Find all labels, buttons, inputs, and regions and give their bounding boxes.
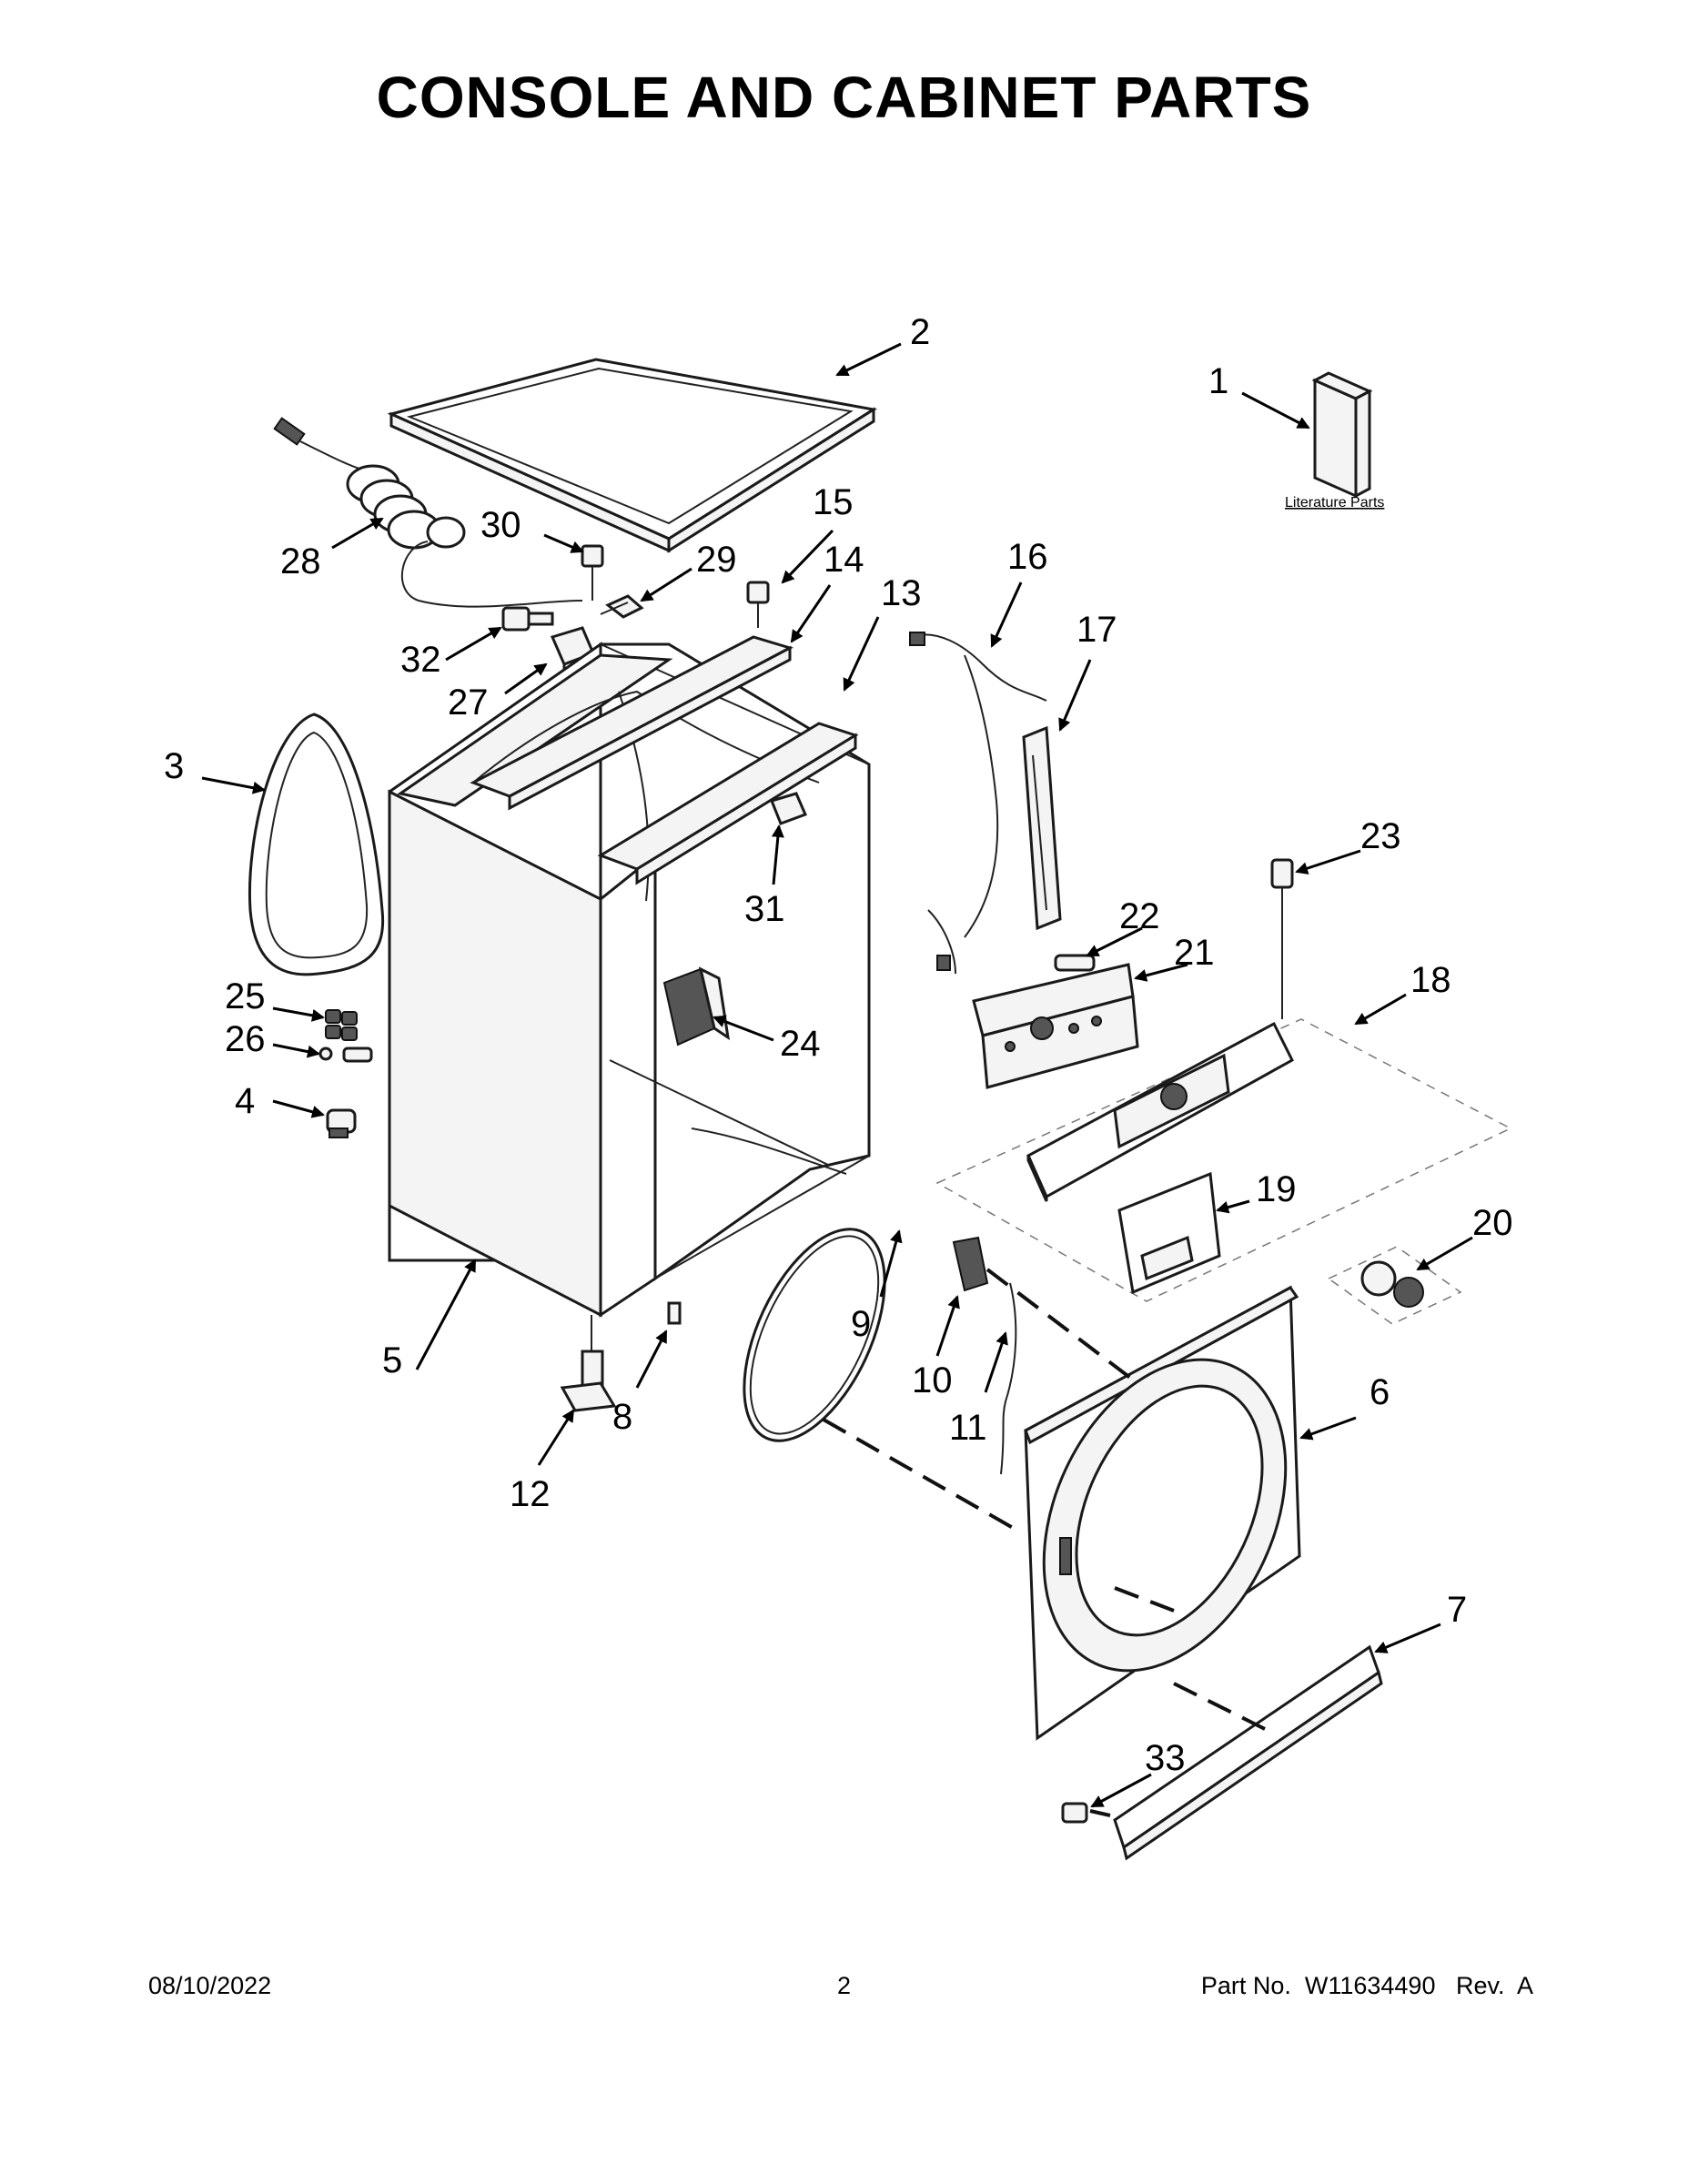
callout-6: 6: [1370, 1372, 1390, 1412]
callout-31: 31: [744, 889, 785, 929]
callout-8: 8: [612, 1397, 632, 1437]
screw-30: [581, 544, 604, 601]
callout-numbers: 1 2 3 4 5 6 7 8 9 10 11 12 13 14 15 16 1…: [164, 312, 1513, 1778]
callout-19: 19: [1256, 1169, 1297, 1209]
callout-17: 17: [1076, 610, 1117, 650]
callout-13: 13: [881, 573, 922, 613]
screw-22: [1054, 954, 1096, 972]
callout-22: 22: [1119, 896, 1160, 936]
callout-3: 3: [164, 746, 184, 786]
page-title: CONSOLE AND CABINET PARTS: [376, 65, 1312, 130]
wire-harness: [909, 632, 1047, 975]
footer-date: 08/10/2022: [148, 1972, 272, 1999]
wire-11: [1000, 1282, 1017, 1475]
seal-ring-9: [743, 1228, 886, 1442]
bolt-26: [318, 1046, 373, 1063]
screw-15: [746, 581, 770, 628]
callout-21: 21: [1174, 933, 1215, 973]
callout-14: 14: [824, 540, 864, 580]
clip-29: [600, 594, 644, 619]
top-panel: [387, 358, 878, 553]
console-panel: [935, 1018, 1512, 1302]
callout-5: 5: [382, 1340, 402, 1380]
spacers-25: [325, 1009, 358, 1041]
top-rail-13: [597, 722, 859, 885]
control-board: [972, 963, 1139, 1089]
toe-kick-panel: [1113, 1644, 1383, 1861]
callout-leaders: [201, 342, 1473, 1808]
clip-8: [667, 1301, 682, 1325]
screw-32: [501, 606, 554, 632]
footer-part-number: Part No. W11634490 Rev. A: [1200, 1972, 1533, 1999]
callout-15: 15: [813, 482, 854, 522]
callout-11: 11: [949, 1408, 987, 1448]
callout-30: 30: [480, 505, 521, 545]
callout-9: 9: [851, 1304, 871, 1344]
callout-2: 2: [910, 312, 930, 352]
callout-7: 7: [1447, 1590, 1467, 1630]
literature-booklet: Literature Parts: [1285, 371, 1384, 511]
dispenser-drawer: [1117, 1171, 1221, 1295]
clamp-4: [326, 1108, 357, 1138]
door-gasket-ring: [248, 713, 385, 976]
cabinet: [388, 642, 871, 1318]
callout-26: 26: [225, 1019, 266, 1059]
screw-33: [1061, 1802, 1088, 1824]
callout-25: 25: [225, 976, 266, 1016]
screw-23: [1270, 858, 1294, 1019]
knobs: [1327, 1246, 1462, 1325]
callout-27: 27: [448, 682, 489, 723]
callout-16: 16: [1007, 537, 1048, 577]
inlet-valve: [662, 966, 731, 1046]
callout-10: 10: [912, 1360, 953, 1400]
clip-31: [769, 792, 808, 825]
footer-page-number: 2: [836, 1972, 852, 1999]
assembly-guides: [823, 1268, 1266, 1817]
callout-32: 32: [400, 640, 441, 680]
leveling-foot: [560, 1315, 617, 1412]
callout-4: 4: [235, 1081, 255, 1121]
literature-parts-label: Literature Parts: [1285, 495, 1384, 511]
callout-33: 33: [1145, 1738, 1186, 1778]
callout-18: 18: [1410, 960, 1451, 1000]
front-panel: [1024, 1285, 1301, 1741]
power-cord: [273, 417, 583, 608]
callout-28: 28: [280, 541, 321, 581]
door-lock: [952, 1236, 989, 1292]
ui-board-17: [1022, 725, 1062, 931]
callout-12: 12: [510, 1474, 551, 1514]
callout-20: 20: [1472, 1203, 1513, 1243]
callout-23: 23: [1360, 816, 1401, 856]
callout-1: 1: [1208, 361, 1228, 401]
callout-29: 29: [696, 540, 737, 580]
callout-24: 24: [780, 1024, 821, 1064]
top-rail-14: [470, 635, 793, 811]
